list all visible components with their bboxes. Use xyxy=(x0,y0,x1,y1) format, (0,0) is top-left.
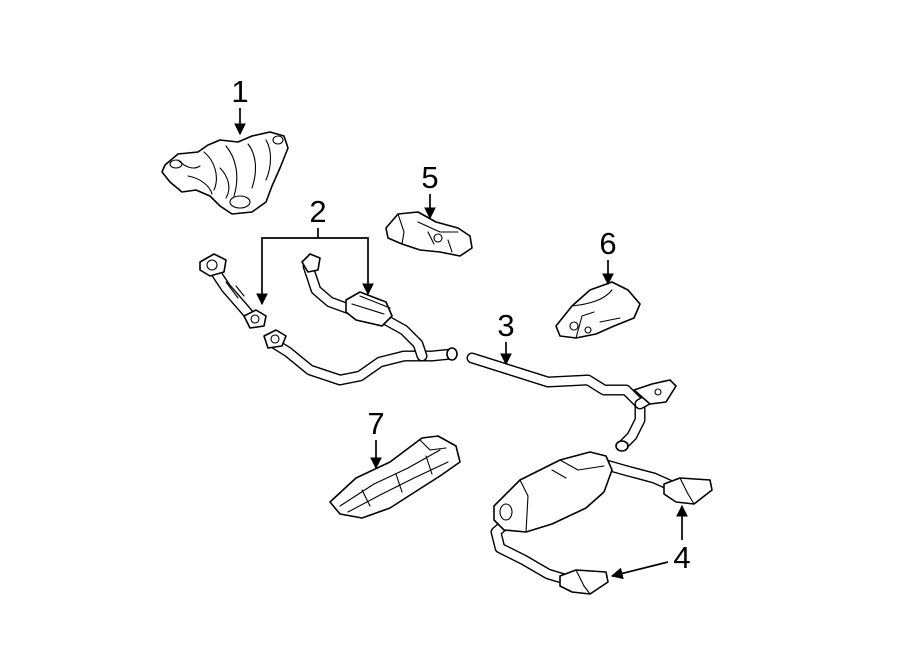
callout-7: 7 xyxy=(367,406,385,470)
callout-number: 6 xyxy=(599,226,616,261)
callout-number: 1 xyxy=(231,74,248,109)
callout-number: 2 xyxy=(309,194,326,229)
callout-1: 1 xyxy=(231,74,249,136)
callout-number: 7 xyxy=(367,406,384,441)
heat-shield-5[interactable] xyxy=(385,211,473,257)
catalytic-converter-pipe[interactable] xyxy=(263,253,458,386)
callout-2: 2 xyxy=(256,194,374,306)
callout-4: 4 xyxy=(610,504,691,580)
muffler-assembly[interactable] xyxy=(490,451,713,595)
heat-shield-6[interactable] xyxy=(555,281,641,339)
intermediate-pipe[interactable] xyxy=(466,352,677,452)
callout-6: 6 xyxy=(599,226,617,286)
callout-5: 5 xyxy=(421,160,439,220)
callout-number: 3 xyxy=(497,308,514,343)
callout-number: 4 xyxy=(673,540,690,575)
underbody-heat-shield[interactable] xyxy=(329,435,461,519)
front-pipe-left[interactable] xyxy=(199,253,267,329)
exhaust-manifold[interactable] xyxy=(161,131,289,215)
callout-number: 5 xyxy=(421,160,438,195)
callout-3: 3 xyxy=(497,308,515,366)
